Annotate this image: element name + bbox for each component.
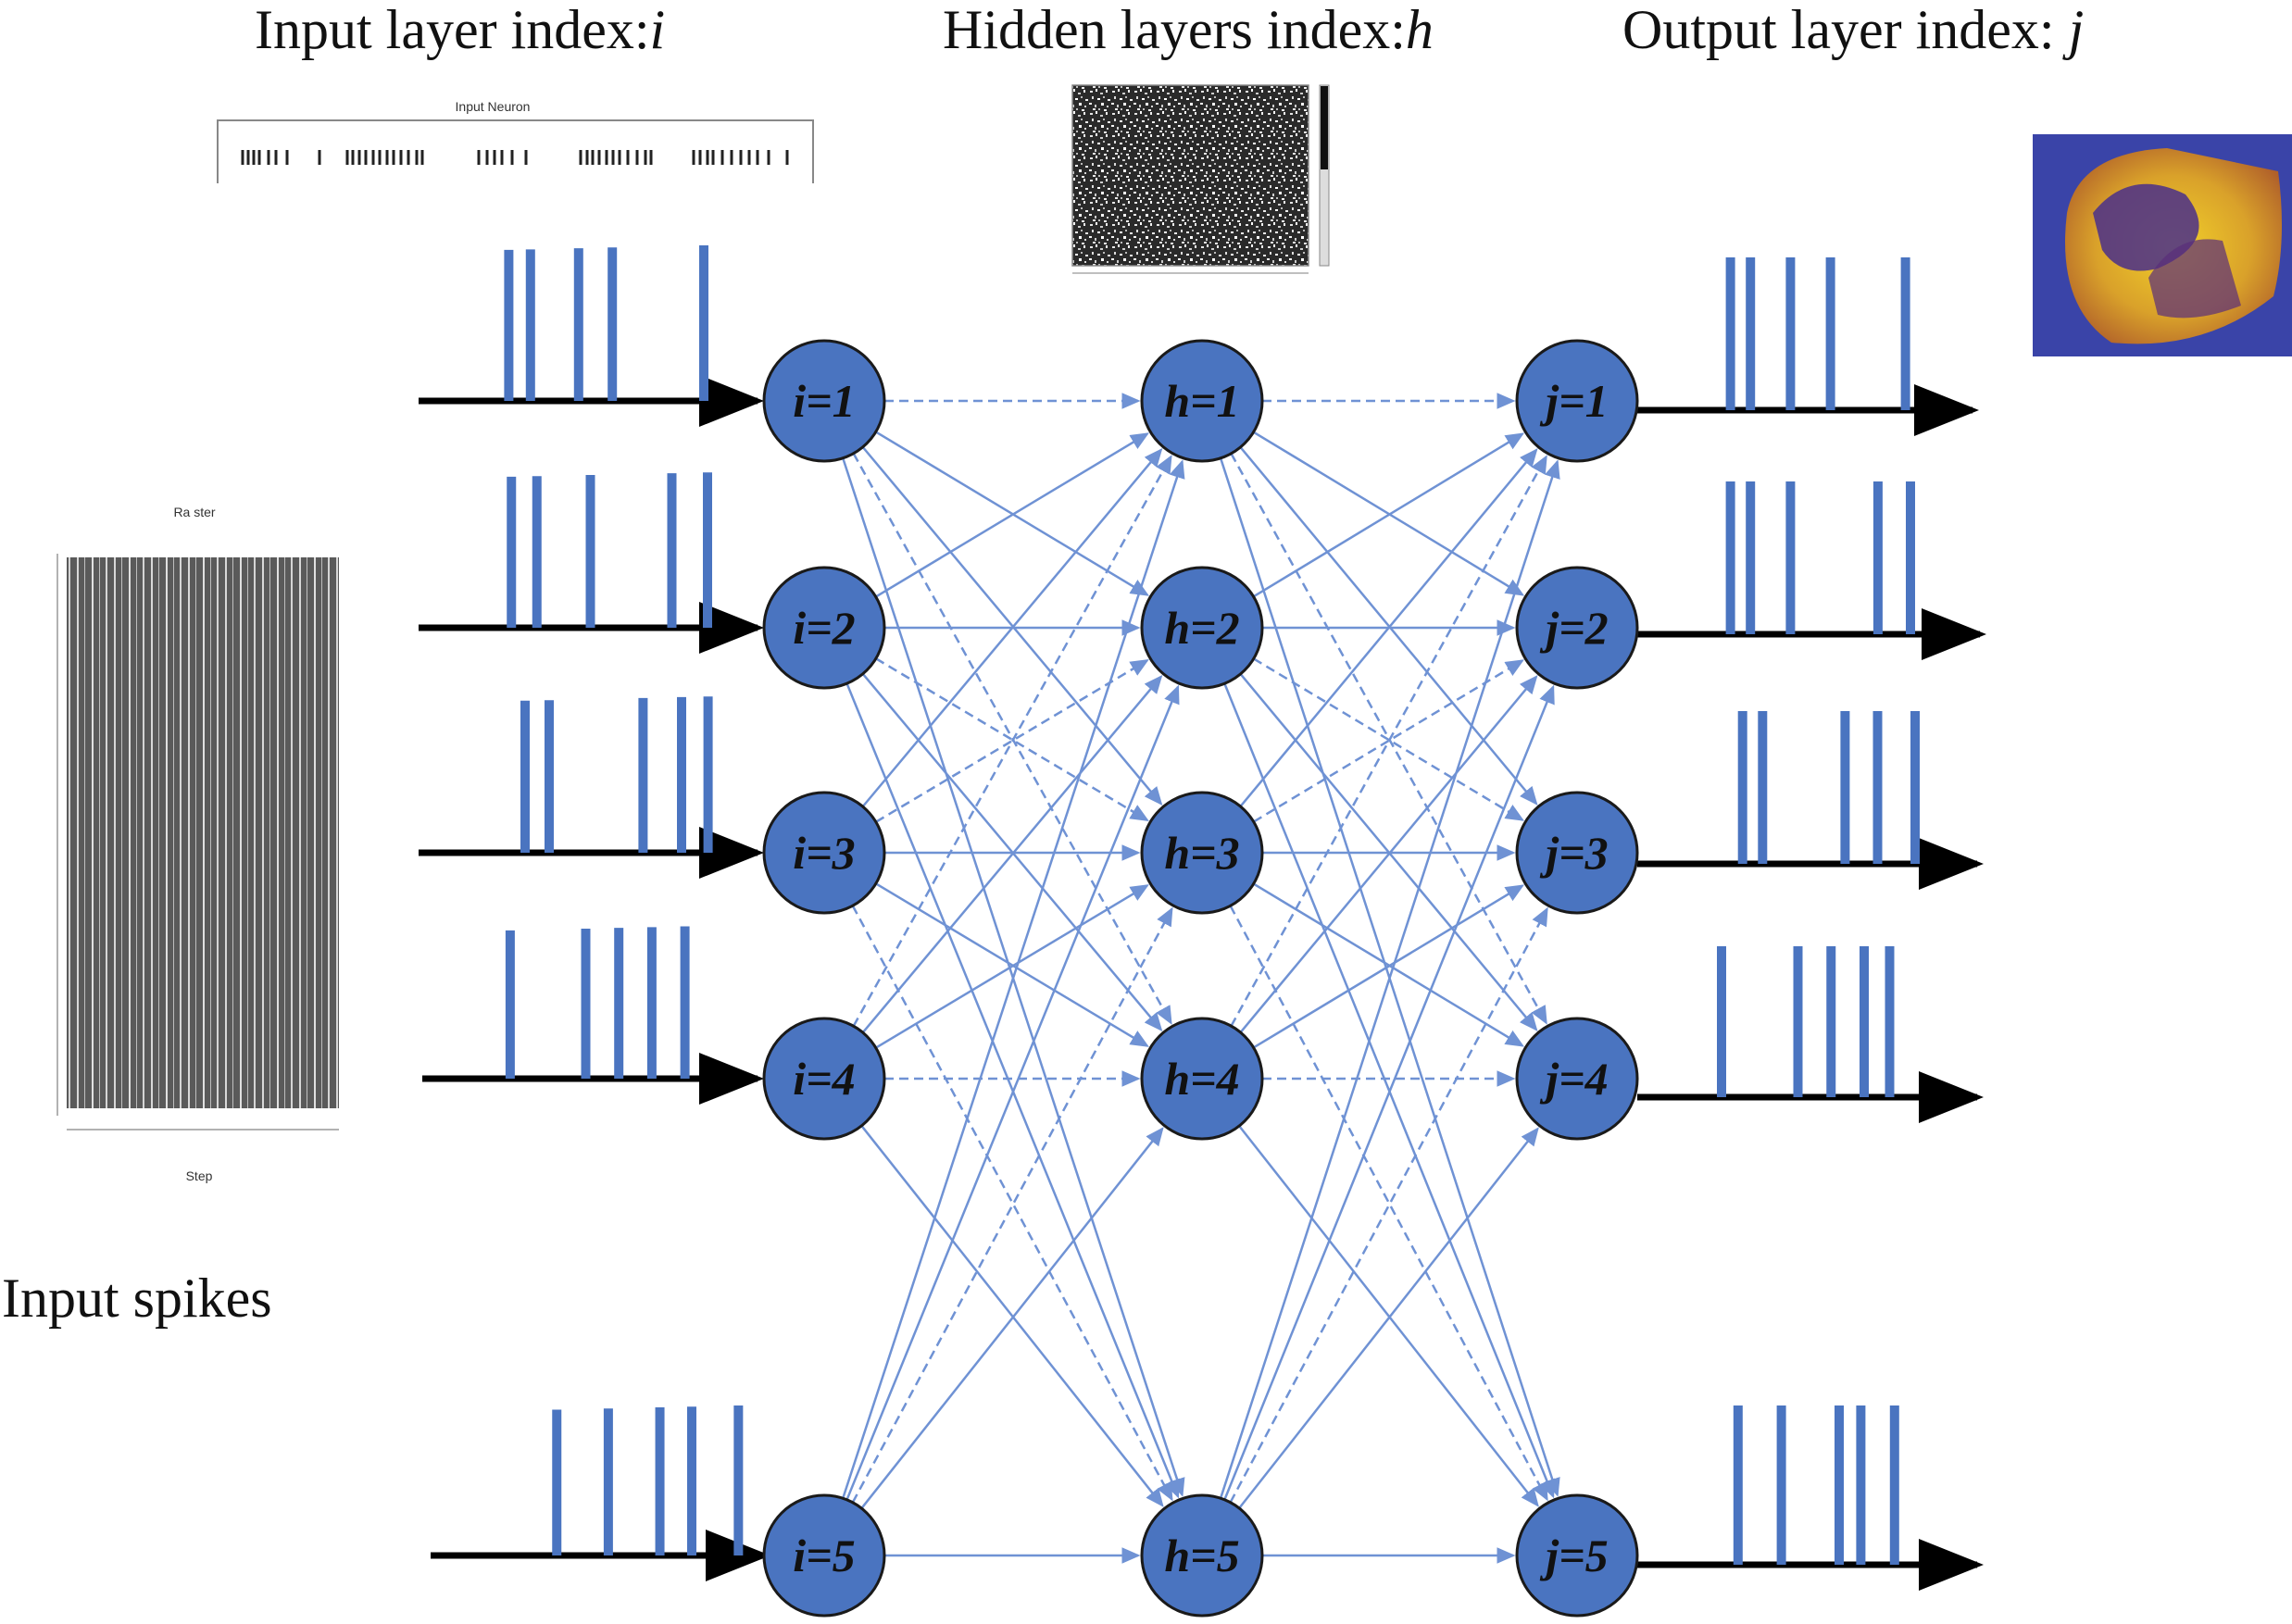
synapse-arrow bbox=[1252, 431, 1525, 596]
neuron-label: h=4 bbox=[1164, 1053, 1239, 1105]
svg-text:Ra ster: Ra ster bbox=[173, 505, 215, 519]
output-neuron-3: j=3 bbox=[1515, 791, 1639, 915]
output-spike-trains bbox=[1637, 257, 1986, 1591]
hidden-activity-image bbox=[1071, 84, 1330, 274]
svg-text:Step: Step bbox=[186, 1168, 213, 1183]
neuron-circle bbox=[762, 1017, 886, 1141]
input-neuron-5: i=5 bbox=[762, 1493, 886, 1618]
neuron-circle bbox=[1515, 566, 1639, 690]
synapse-arrow bbox=[875, 659, 1149, 823]
synapse-arrow bbox=[875, 432, 1149, 598]
input-spikes-label: Input spikes bbox=[2, 1268, 272, 1329]
synapse-arrow bbox=[1253, 882, 1525, 1047]
synapse-arrow bbox=[875, 884, 1149, 1049]
neuron-circle bbox=[762, 566, 886, 690]
neuron-label: j=5 bbox=[1539, 1530, 1608, 1581]
output-neuron-4: j=4 bbox=[1515, 1017, 1639, 1141]
synapse-arrow bbox=[852, 453, 1172, 1025]
neuron-label: h=1 bbox=[1164, 375, 1239, 427]
raster-title: Input Neuron bbox=[456, 99, 531, 114]
synapse-arrow bbox=[852, 455, 1172, 1027]
synapse-arrow bbox=[860, 1127, 1164, 1509]
synapse-arrow bbox=[1239, 446, 1538, 806]
synapse-arrow bbox=[1238, 1127, 1539, 1509]
neuron-label: i=1 bbox=[793, 375, 855, 427]
synapse-arrow bbox=[851, 905, 1173, 1502]
neuron-circle bbox=[1515, 791, 1639, 915]
neuron-label: h=3 bbox=[1164, 827, 1239, 879]
synapse-arrow bbox=[875, 882, 1149, 1047]
neuron-circle bbox=[1140, 791, 1264, 915]
input-spikes-image: Ra ster Step bbox=[56, 505, 339, 1183]
input-neuron-3: i=3 bbox=[762, 791, 886, 915]
neuron-label: i=4 bbox=[793, 1053, 855, 1105]
neuron-label: h=5 bbox=[1164, 1530, 1239, 1581]
synapse-arrow bbox=[851, 906, 1173, 1504]
input-layer-title: Input layer index:i bbox=[255, 0, 665, 60]
output-neuron-1: j=1 bbox=[1515, 339, 1639, 463]
neurons: i=1 i=2 i=3 i=4 i=5 h=1 h=2 h=3 h=4 h=5 j=1 j=2 j=3 j… bbox=[762, 339, 1639, 1618]
hidden-neuron-4: h=4 bbox=[1140, 1017, 1264, 1141]
synapse-arrow bbox=[1239, 675, 1538, 1033]
synapse-arrow bbox=[1229, 905, 1548, 1502]
raster-ticks bbox=[241, 150, 789, 165]
synapse-arrow bbox=[845, 684, 1180, 1501]
synapse-arrow bbox=[1253, 659, 1524, 823]
input-neuron-2: i=2 bbox=[762, 566, 886, 690]
input-neuron-4: i=4 bbox=[762, 1017, 886, 1141]
output-image bbox=[2033, 134, 2292, 356]
neuron-label: i=3 bbox=[793, 827, 855, 879]
neuron-circle bbox=[1515, 1493, 1639, 1618]
neuron-circle bbox=[1515, 1017, 1639, 1141]
neuron-circle bbox=[762, 1493, 886, 1618]
input-neuron-1: i=1 bbox=[762, 339, 886, 463]
neuron-circle bbox=[762, 791, 886, 915]
neuron-circle bbox=[1140, 339, 1264, 463]
synapse-arrow bbox=[861, 674, 1163, 1033]
synapse-arrow bbox=[860, 1125, 1164, 1507]
synapse-arrow bbox=[1223, 684, 1555, 1501]
synapse-arrow bbox=[842, 459, 1185, 1499]
synapse-arrow bbox=[1230, 453, 1547, 1025]
synapse-arrow bbox=[1238, 1125, 1539, 1507]
input-spike-trains bbox=[419, 245, 770, 1581]
synapse-arrow bbox=[1239, 448, 1538, 807]
neuron-circle bbox=[1140, 566, 1264, 690]
hidden-layers-title: Hidden layers index:h bbox=[943, 0, 1434, 60]
synapse-arrow bbox=[1219, 459, 1560, 1499]
neuron-label: j=3 bbox=[1539, 827, 1608, 879]
synapse-arrow bbox=[1229, 906, 1548, 1504]
synapse-arrow bbox=[861, 448, 1163, 807]
neuron-label: i=5 bbox=[793, 1530, 855, 1581]
synapse-arrow bbox=[1253, 657, 1524, 821]
input-raster-plot: Input Neuron bbox=[217, 99, 814, 183]
synapse-arrow bbox=[875, 431, 1149, 596]
neuron-circle bbox=[1140, 1017, 1264, 1141]
neuron-label: h=2 bbox=[1164, 602, 1239, 654]
synapse-arrow bbox=[1230, 455, 1547, 1027]
output-neuron-2: j=2 bbox=[1515, 566, 1639, 690]
output-layer-title: Output layer index: j bbox=[1622, 0, 2084, 60]
neuron-circle bbox=[1515, 339, 1639, 463]
neuron-circle bbox=[762, 339, 886, 463]
hidden-neuron-5: h=5 bbox=[1140, 1493, 1264, 1618]
hidden-neuron-1: h=1 bbox=[1140, 339, 1264, 463]
synapse-arrow bbox=[875, 657, 1149, 821]
synapse-arrow bbox=[861, 446, 1163, 806]
neuron-label: j=2 bbox=[1539, 602, 1608, 654]
neuron-circle bbox=[1140, 1493, 1264, 1618]
neuron-label: j=4 bbox=[1539, 1053, 1608, 1105]
synapse-arrow bbox=[845, 682, 1180, 1499]
synapse-arrow bbox=[1253, 884, 1525, 1049]
neuron-label: i=2 bbox=[793, 602, 855, 654]
synapse-arrow bbox=[1223, 682, 1555, 1499]
synaptic-connections bbox=[842, 393, 1560, 1564]
hidden-neuron-2: h=2 bbox=[1140, 566, 1264, 690]
synapse-arrow bbox=[1252, 432, 1525, 598]
hidden-neuron-3: h=3 bbox=[1140, 791, 1264, 915]
output-neuron-5: j=5 bbox=[1515, 1493, 1639, 1618]
neuron-label: j=1 bbox=[1539, 375, 1608, 427]
